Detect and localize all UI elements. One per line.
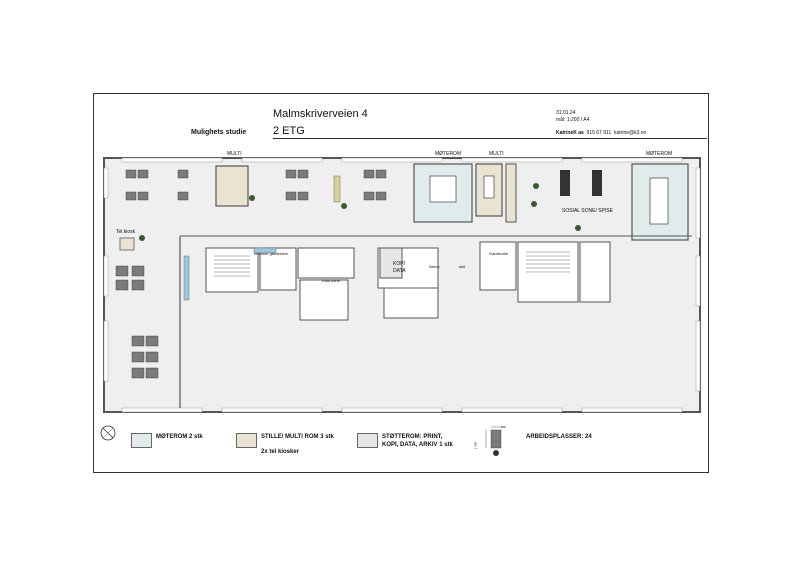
label-skit: skit — [459, 264, 465, 269]
project-title: Malmskriverveien 4 — [273, 108, 368, 120]
blue-cabinet — [183, 255, 190, 301]
legend-label-support-2: KOPI, DATA, ARKIV 1 stk — [382, 441, 453, 448]
meeting-table-3 — [483, 175, 495, 199]
workstation-depth: 1 600 — [473, 441, 478, 450]
label-multi-1: MULTI — [227, 151, 242, 157]
blue-cabinet-2 — [253, 247, 277, 254]
legend-swatch-meeting — [131, 433, 152, 448]
legend-sub-multi: 2x tel kiosker — [261, 449, 300, 455]
floor-label: 2 ETG — [273, 125, 305, 137]
legend-label-support-1: STØTTEROM: PRINT, — [382, 434, 443, 440]
tel-kiosk-booth — [119, 237, 135, 251]
drawing-scale: mål: 1:200 / A4 — [556, 117, 590, 123]
workstation-symbol — [485, 426, 502, 456]
label-moterom-2: MØTEROM — [646, 151, 673, 157]
label-sosial: SOSIAL SONE/ SPISE — [562, 208, 613, 214]
label-kopi: KOPI — [393, 261, 405, 267]
label-tel-kiosk: Tel.kiosk — [116, 229, 136, 235]
social-table-2 — [592, 170, 602, 196]
legend-label-multi: STILLE/ MULTI ROM 3 stk — [261, 434, 334, 440]
plants — [139, 183, 581, 241]
stair-left — [214, 255, 250, 277]
company-email: katrine@k3.no — [614, 130, 647, 136]
social-table-1 — [560, 170, 570, 196]
label-renhold: renhold/ garderobe — [254, 251, 288, 256]
meeting-table-1 — [429, 175, 457, 203]
meeting-table-2 — [649, 177, 669, 225]
floor-plan — [103, 157, 701, 413]
label-multi-2: MULTI — [489, 151, 504, 157]
window-strip-bottom — [121, 407, 683, 413]
label-moterom-1: MØTEROM — [435, 151, 462, 157]
support-room — [379, 247, 403, 279]
company-name: KatrineK as — [556, 130, 584, 136]
label-kald-sone: Kald sone — [322, 278, 340, 283]
workstation-width: 800 — [501, 425, 507, 429]
bench — [333, 175, 341, 203]
window-strip-top — [121, 157, 683, 163]
title-rule — [273, 138, 707, 139]
multi-room-1 — [215, 165, 249, 207]
legend-swatch-support — [357, 433, 378, 448]
north-arrow-icon — [100, 425, 116, 441]
label-garderobe: Garderobe — [489, 251, 509, 256]
label-data: DATA — [393, 268, 406, 274]
window-strip-sides — [103, 167, 701, 392]
desk-cluster-west — [115, 265, 159, 379]
drawing-sheet: Malmskriverveien 4 2 ETG Mulighets studi… — [93, 93, 709, 473]
legend-label-meeting: MØTEROM 2 stk — [156, 434, 203, 440]
label-nemo: Nemo — [429, 264, 440, 269]
stair-right — [526, 251, 570, 273]
company-phone: 915 67 911 — [586, 130, 612, 136]
company-line: KatrineK as 915 67 911 katrine@k3.no — [556, 131, 646, 136]
legend-swatch-multi — [236, 433, 257, 448]
legend-label-support: STØTTEROM: PRINT, KOPI, DATA, ARKIV 1 st… — [382, 434, 453, 449]
desk-cluster-top — [125, 169, 387, 201]
study-label: Mulighets studie — [191, 129, 247, 136]
multi-room-3 — [505, 163, 517, 223]
drawing-date: 31.01.24 — [556, 110, 576, 116]
legend-label-workstations: ARBEIDSPLASSER: 24 — [526, 434, 592, 440]
